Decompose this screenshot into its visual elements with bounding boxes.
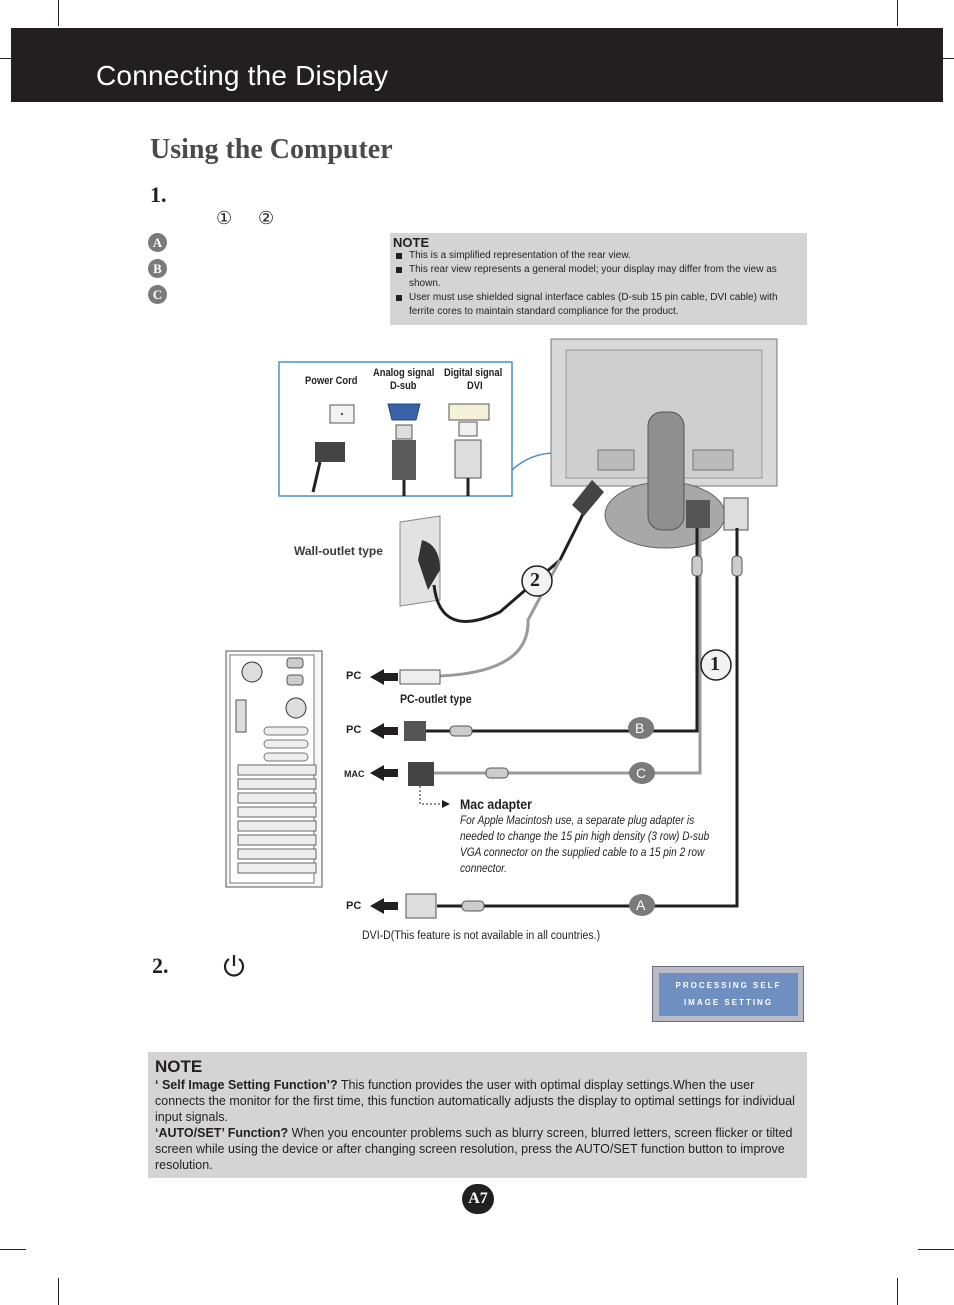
section-title: Using the Computer <box>150 134 393 165</box>
option-c-badge: C <box>148 285 167 304</box>
crop-mark <box>918 1249 954 1250</box>
mac-adapter-title: Mac adapter <box>460 796 532 812</box>
wall-outlet-label: Wall-outlet type <box>294 544 383 558</box>
note-box: NOTE ‘ Self Image Setting Function’? Thi… <box>148 1052 807 1178</box>
note-answer: When you encounter problems such as blur… <box>155 1126 793 1172</box>
mac-label: MAC <box>344 769 365 779</box>
osd-line: IMAGE SETTING <box>683 998 774 1007</box>
note-question: ‘AUTO/SET’ Function? <box>155 1126 289 1140</box>
crop-mark <box>58 0 59 26</box>
callout-2: 2 <box>530 569 540 591</box>
dsub-label: D-sub <box>390 380 417 392</box>
cable-c-label: C <box>636 765 647 781</box>
osd-line: PROCESSING SELF <box>675 981 782 990</box>
crop-mark <box>897 0 898 26</box>
note-body: ‘ Self Image Setting Function’? This fun… <box>155 1077 799 1173</box>
osd-message-screen: PROCESSING SELF IMAGE SETTING <box>652 966 804 1022</box>
note-item: User must use shielded signal interface … <box>394 291 800 319</box>
pc-label: PC <box>346 900 362 912</box>
dvi-caption: DVI-D(This feature is not available in a… <box>362 930 601 942</box>
note-item: This rear view represents a general mode… <box>394 263 800 291</box>
dvi-label: DVI <box>467 380 483 392</box>
option-a-badge: A <box>148 233 167 252</box>
pc-outlet-label: PC-outlet type <box>400 692 472 706</box>
note-answer: This function provides the user with opt… <box>155 1078 795 1124</box>
pc-label: PC <box>346 724 362 736</box>
step-1-number: 1. <box>150 182 167 207</box>
power-cord-label: Power Cord <box>305 375 358 387</box>
option-b-badge: B <box>148 259 167 278</box>
page-header-title: Connecting the Display <box>96 60 389 91</box>
note-title: NOTE <box>393 235 430 250</box>
header-bar <box>11 28 943 102</box>
note-list: This is a simplified representation of t… <box>394 249 800 319</box>
power-button-icon <box>221 953 247 979</box>
digital-signal-label: Digital signal <box>444 367 503 379</box>
mac-adapter-text: For Apple Macintosh use, a separate plug… <box>460 815 710 875</box>
page-number: A7 <box>462 1184 494 1214</box>
note-question: ‘ Self Image Setting Function’? <box>155 1078 338 1092</box>
callout-1: 1 <box>710 653 720 675</box>
crop-mark <box>58 1278 59 1305</box>
note-box: NOTE This is a simplified representation… <box>390 233 807 325</box>
note-title: NOTE <box>155 1057 203 1076</box>
circled-two: ② <box>258 208 275 229</box>
osd-message: PROCESSING SELF IMAGE SETTING <box>659 973 798 1016</box>
pc-label: PC <box>346 670 362 682</box>
connection-diagram: Power Cord Analog signal D-sub Digital s… <box>0 330 954 950</box>
cable-b-label: B <box>635 720 645 736</box>
crop-mark <box>897 1278 898 1305</box>
analog-signal-label: Analog signal <box>373 367 435 379</box>
cable-a-label: A <box>636 897 646 913</box>
note-item: This is a simplified representation of t… <box>394 249 800 263</box>
step-2-number: 2. <box>152 953 169 978</box>
crop-mark <box>0 1249 26 1250</box>
circled-one: ① <box>216 208 233 229</box>
